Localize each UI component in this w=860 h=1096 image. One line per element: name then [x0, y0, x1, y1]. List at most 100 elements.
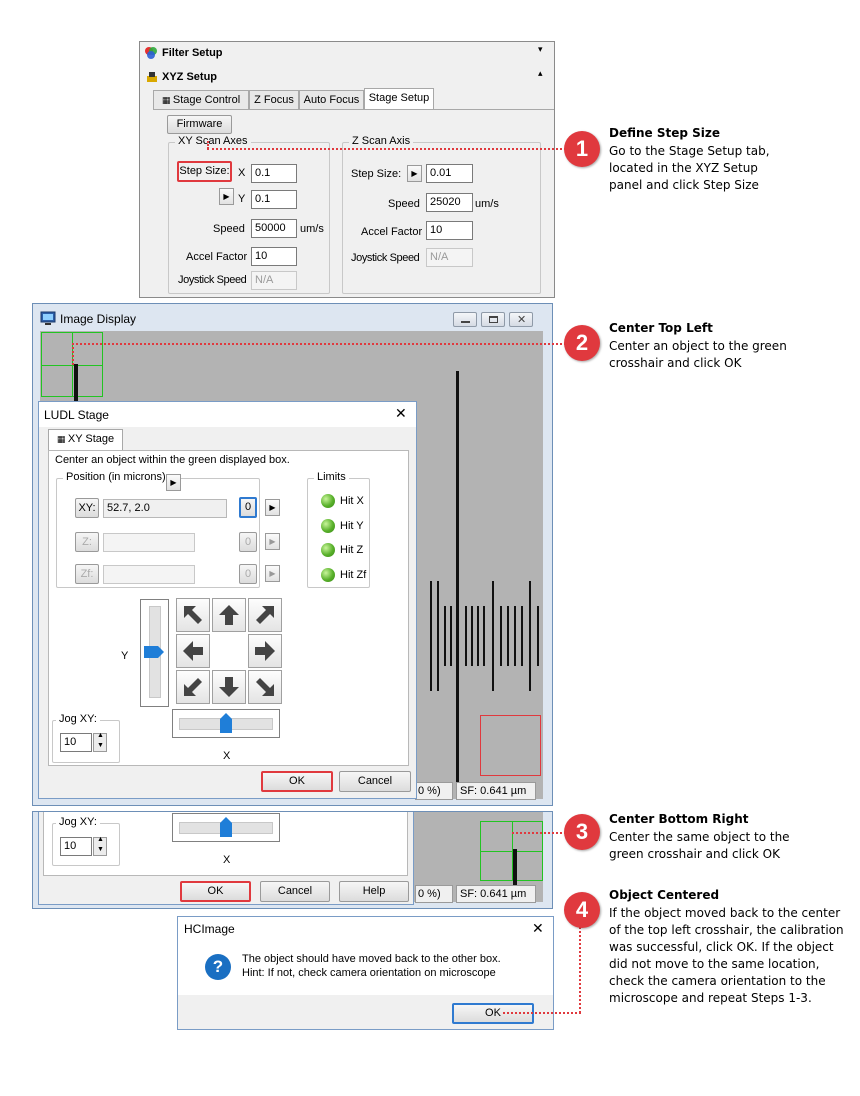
tab-xy-stage[interactable]: ▦ XY Stage: [48, 429, 123, 451]
tab-stage-control[interactable]: ▦ Stage Control: [153, 90, 249, 110]
collapse-arrow-icon[interactable]: ▴: [538, 68, 543, 78]
step-3-connector: [512, 832, 566, 834]
z-expand-step-button[interactable]: ▶: [407, 165, 422, 182]
step-3-title: Center Bottom Right: [609, 812, 749, 826]
move-up-right-button[interactable]: [248, 598, 282, 632]
zf-zero-button: 0: [239, 564, 257, 584]
move-up-button[interactable]: [212, 598, 246, 632]
xy-position-field[interactable]: 52.7, 2.0: [103, 499, 227, 518]
jog-xy-title-2: Jog XY:: [56, 816, 100, 828]
xy-go-button[interactable]: ▶: [265, 499, 280, 516]
jog-xy-spinner-2[interactable]: ▲▼: [93, 836, 107, 856]
z-accel-input[interactable]: 10: [426, 221, 473, 240]
firmware-button[interactable]: Firmware: [167, 115, 232, 134]
step-1-badge: 1: [564, 131, 600, 167]
hcimage-title: HCImage: [184, 922, 235, 936]
hcimage-ok-button[interactable]: OK: [452, 1003, 534, 1024]
step-1-title: Define Step Size: [609, 126, 721, 140]
y-step-input[interactable]: 0.1: [251, 190, 297, 209]
y-slider-label: Y: [121, 650, 129, 662]
z-step-size-label: Step Size:: [351, 168, 402, 180]
cancel-button[interactable]: Cancel: [339, 771, 411, 792]
zf-go-button: ▶: [265, 565, 280, 582]
z-step-input[interactable]: 0.01: [426, 164, 473, 183]
xy-speed-input[interactable]: 50000: [251, 219, 297, 238]
tab-auto-focus[interactable]: Auto Focus: [299, 90, 364, 110]
zoom-status: 0 %): [415, 782, 453, 800]
image-display-title: Image Display: [60, 312, 137, 326]
zf-position-field: [103, 565, 195, 584]
z-speed-input[interactable]: 25020: [426, 193, 473, 212]
limits-group: Limits: [307, 471, 370, 588]
ludl-stage-dialog: LUDL Stage ✕ ▦ XY Stage Center an object…: [38, 401, 417, 799]
position-expand-button[interactable]: ▶: [166, 474, 181, 491]
xy-label-button[interactable]: XY:: [75, 498, 99, 518]
zoom-status-2: 0 %): [415, 885, 453, 903]
x-slider-label-2: X: [223, 854, 231, 866]
z-joystick-label: Joystick Speed: [351, 252, 420, 264]
xyz-setup-title: XYZ Setup: [162, 71, 218, 83]
jog-xy-spinner[interactable]: ▲▼: [93, 732, 107, 752]
info-icon: ?: [205, 954, 231, 980]
cancel-button-2[interactable]: Cancel: [260, 881, 330, 902]
step-4-title: Object Centered: [609, 888, 720, 902]
xy-scan-axes-group: XY Scan Axes: [168, 135, 330, 294]
move-up-left-button[interactable]: [176, 598, 210, 632]
z-go-button: ▶: [265, 533, 280, 550]
step-1-description: Go to the Stage Setup tab, located in th…: [609, 144, 770, 192]
x-step-input[interactable]: 0.1: [251, 164, 297, 183]
slider-thumb-icon[interactable]: [220, 817, 232, 837]
maximize-button[interactable]: [481, 312, 505, 327]
tab-z-focus[interactable]: Z Focus: [249, 90, 299, 110]
move-right-button[interactable]: [248, 634, 282, 668]
move-left-button[interactable]: [176, 634, 210, 668]
xy-zero-button[interactable]: 0: [239, 497, 257, 518]
ok-button[interactable]: OK: [261, 771, 333, 792]
ok-button-2[interactable]: OK: [180, 881, 251, 902]
limit-led-zf: [321, 568, 335, 582]
jog-xy-title: Jog XY:: [56, 713, 100, 725]
move-down-button[interactable]: [212, 670, 246, 704]
slider-thumb-icon[interactable]: [144, 646, 164, 658]
step-1-connector: [207, 148, 566, 150]
close-icon[interactable]: ✕: [532, 920, 544, 936]
limit-led-x: [321, 494, 335, 508]
z-position-field: [103, 533, 195, 552]
z-joystick-input: N/A: [426, 248, 473, 267]
tab-stage-setup[interactable]: Stage Setup: [364, 88, 434, 110]
jog-xy-group: Jog XY:: [52, 713, 120, 763]
position-group-title: Position (in microns): [63, 471, 169, 483]
slider-thumb-icon[interactable]: [220, 713, 232, 733]
stage-icon: ▦: [56, 434, 68, 444]
minimize-button[interactable]: [453, 312, 477, 327]
expand-step-button[interactable]: ▶: [219, 188, 234, 205]
step-2-connector: [72, 343, 566, 345]
step-2-connector-v: [72, 343, 74, 365]
xy-joystick-input: N/A: [251, 271, 297, 290]
step-2-badge: 2: [564, 325, 600, 361]
image-display-window-2: Jog XY: 10 ▲▼ X OK Cancel Help 0 %) SF: …: [32, 811, 553, 909]
y-slider[interactable]: [140, 599, 169, 707]
ludl-stage-title: LUDL Stage: [44, 408, 109, 422]
arrow-down-icon: [219, 677, 239, 697]
jog-xy-input-2[interactable]: 10: [60, 837, 92, 856]
close-icon[interactable]: ✕: [395, 405, 407, 421]
step-size-button[interactable]: Step Size:: [177, 161, 232, 182]
close-button[interactable]: ✕: [509, 312, 533, 327]
dropdown-arrow-icon[interactable]: ▾: [538, 44, 543, 54]
stage-icon: ▦: [161, 95, 173, 105]
move-down-right-button[interactable]: [248, 670, 282, 704]
step-4-connector: [503, 1012, 581, 1014]
object-line: [74, 364, 78, 404]
x-slider[interactable]: [172, 709, 280, 738]
filter-setup-row[interactable]: Filter Setup ▾: [140, 42, 554, 64]
move-down-left-button[interactable]: [176, 670, 210, 704]
x-slider-2[interactable]: [172, 813, 280, 842]
bottom-right-box: [480, 715, 541, 776]
xyz-setup-row[interactable]: XYZ Setup ▴: [140, 66, 554, 88]
step-4-description: If the object moved back to the center o…: [609, 906, 844, 1005]
xy-accel-input[interactable]: 10: [251, 247, 297, 266]
help-button[interactable]: Help: [339, 881, 409, 902]
step-3-badge: 3: [564, 814, 600, 850]
jog-xy-input[interactable]: 10: [60, 733, 92, 752]
